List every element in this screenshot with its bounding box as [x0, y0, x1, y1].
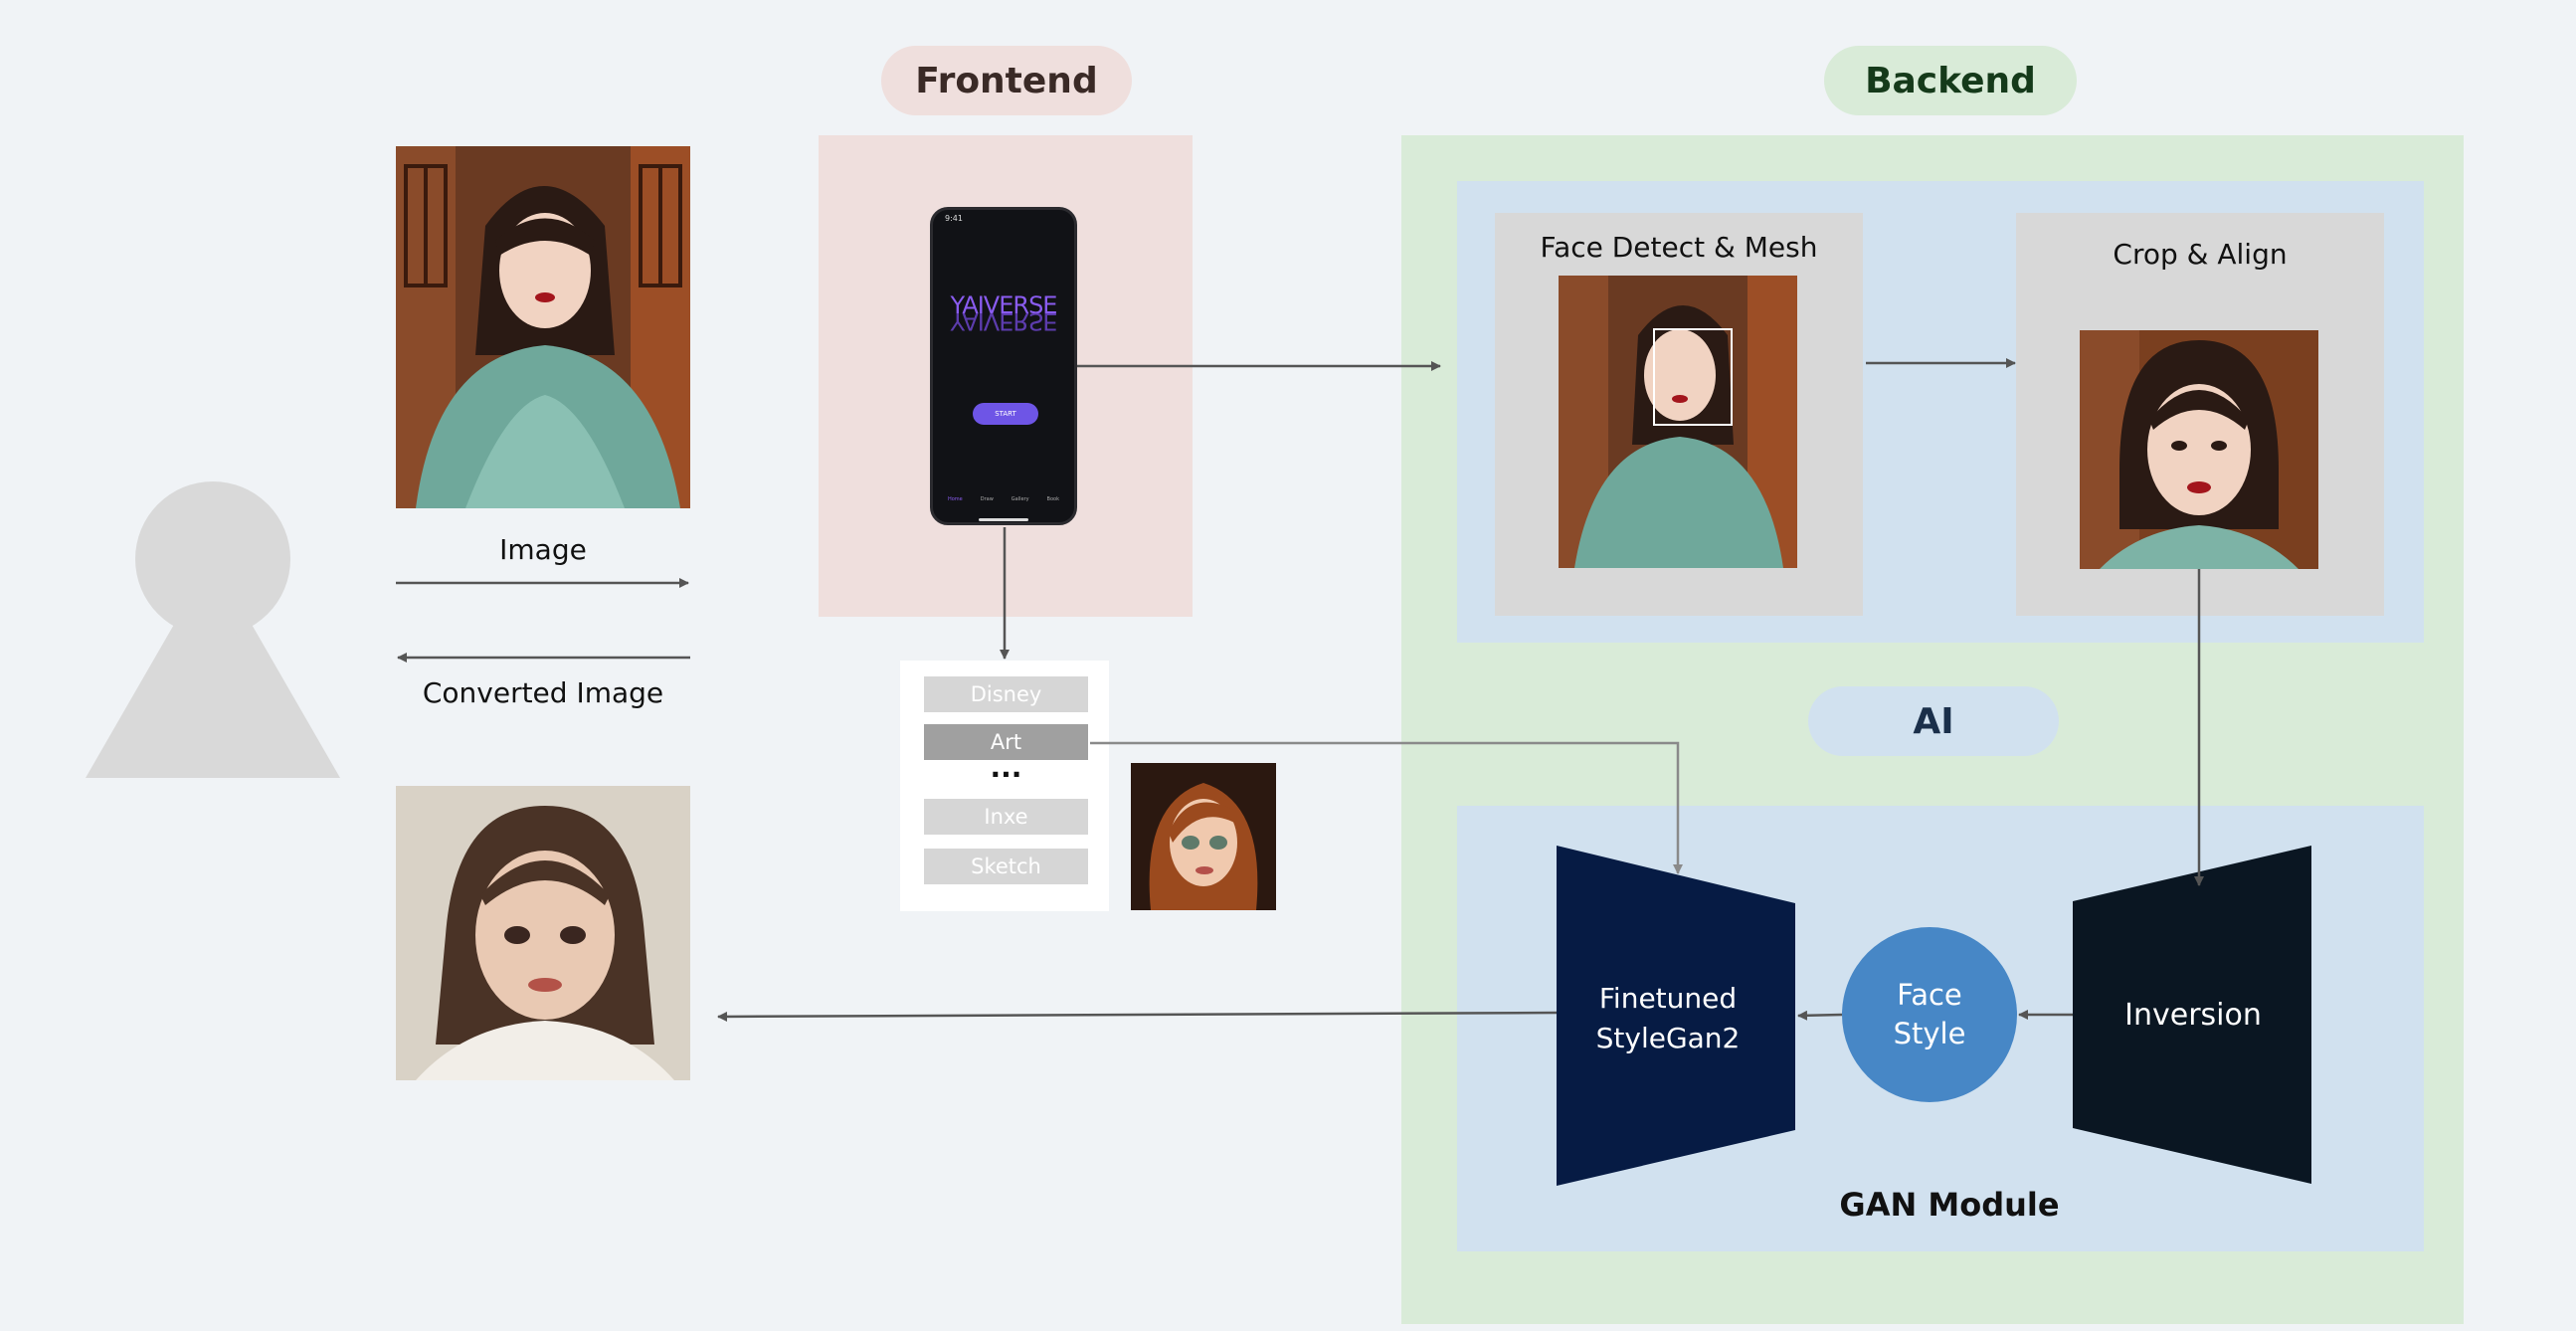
- nav-draw[interactable]: Draw: [980, 496, 994, 502]
- arrow-generator-to-output: [717, 1011, 1558, 1022]
- nav-home[interactable]: Home: [947, 496, 963, 502]
- arrow-style-to-generator: [1090, 741, 1683, 874]
- style-reference-image: [1131, 763, 1276, 910]
- user-icon: [86, 481, 340, 778]
- crop-align-label: Crop & Align: [2113, 238, 2288, 271]
- face-style-node: Face Style: [1842, 927, 2017, 1102]
- nav-gallery[interactable]: Gallery: [1011, 496, 1029, 502]
- converted-image-label: Converted Image: [422, 676, 664, 709]
- backend-label: Backend: [1824, 46, 2077, 115]
- finetuned-stylegan2-label: Finetuned StyleGan2: [1557, 979, 1779, 1058]
- phone-mockup: 9:41 YAIVERSE YAIVERSE START Home Draw G…: [930, 207, 1077, 525]
- style-list-ellipsis: ...: [990, 751, 1022, 784]
- phone-start-button[interactable]: START: [973, 403, 1038, 425]
- gan-module-label: GAN Module: [1839, 1186, 2060, 1224]
- face-style-line1: Face: [1897, 978, 1962, 1012]
- inversion-block: [2073, 846, 2311, 1184]
- finetuned-stylegan2-block: [1557, 846, 1795, 1186]
- finetuned-label-line1: Finetuned: [1598, 982, 1738, 1015]
- style-option-sketch[interactable]: Sketch: [924, 849, 1088, 884]
- arrow-facestyle-to-generator: [1797, 1010, 1843, 1021]
- crop-align-photo: [2080, 330, 2318, 569]
- image-label: Image: [499, 533, 587, 566]
- style-option-inxe[interactable]: Inxe: [924, 799, 1088, 835]
- converted-photo: [396, 786, 690, 1080]
- ai-label: AI: [1808, 686, 2059, 756]
- face-detect-label: Face Detect & Mesh: [1540, 231, 1818, 264]
- input-photo: [396, 146, 690, 508]
- style-option-disney[interactable]: Disney: [924, 676, 1088, 712]
- phone-status-time: 9:41: [945, 214, 963, 223]
- style-option-art[interactable]: Art: [924, 724, 1088, 760]
- phone-home-indicator: [979, 518, 1028, 521]
- finetuned-label-line2: StyleGan2: [1595, 1022, 1741, 1054]
- phone-logo: YAIVERSE: [950, 291, 1058, 319]
- frontend-label: Frontend: [881, 46, 1132, 115]
- phone-nav-bar: Home Draw Gallery Book: [939, 496, 1068, 516]
- face-detect-photo: [1559, 276, 1797, 568]
- face-style-line2: Style: [1893, 1017, 1966, 1050]
- nav-book[interactable]: Book: [1046, 496, 1059, 502]
- inversion-label: Inversion: [2124, 998, 2262, 1033]
